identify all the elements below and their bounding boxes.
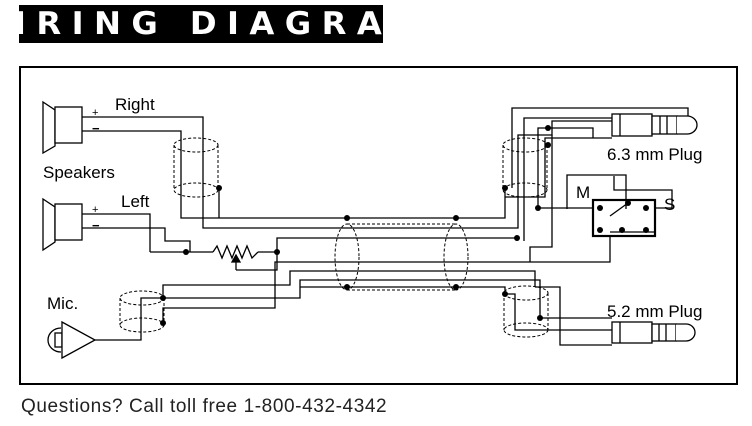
diagram-frame <box>19 66 738 385</box>
left-minus-sign: − <box>92 218 100 233</box>
label-plug-63mm: 6.3 mm Plug <box>607 145 702 164</box>
left-plus-sign: + <box>92 204 98 216</box>
label-switch-s: S <box>664 195 675 214</box>
plug-63mm-icon <box>611 113 698 137</box>
help-contact-text: Questions? Call toll free 1-800-432-4342 <box>21 396 388 417</box>
plug-52mm-icon <box>611 321 696 344</box>
potentiometer-icon <box>212 244 278 271</box>
microphone-icon <box>47 320 97 360</box>
junction-dots <box>160 125 649 326</box>
label-switch-m: M <box>576 183 590 202</box>
right-minus-sign: − <box>92 121 100 136</box>
label-plug-52mm: 5.2 mm Plug <box>607 302 702 321</box>
right-speaker-icon <box>42 100 83 155</box>
label-speakers: Speakers <box>43 163 115 182</box>
left-speaker-icon <box>42 197 83 252</box>
right-plus-sign: + <box>92 107 98 119</box>
label-mic: Mic. <box>47 294 78 313</box>
label-left: Left <box>121 192 150 211</box>
title-banner: WIRING DIAGRAM <box>0 5 424 43</box>
label-right: Right <box>115 95 155 114</box>
page-title: WIRING DIAGRAM <box>0 6 435 42</box>
